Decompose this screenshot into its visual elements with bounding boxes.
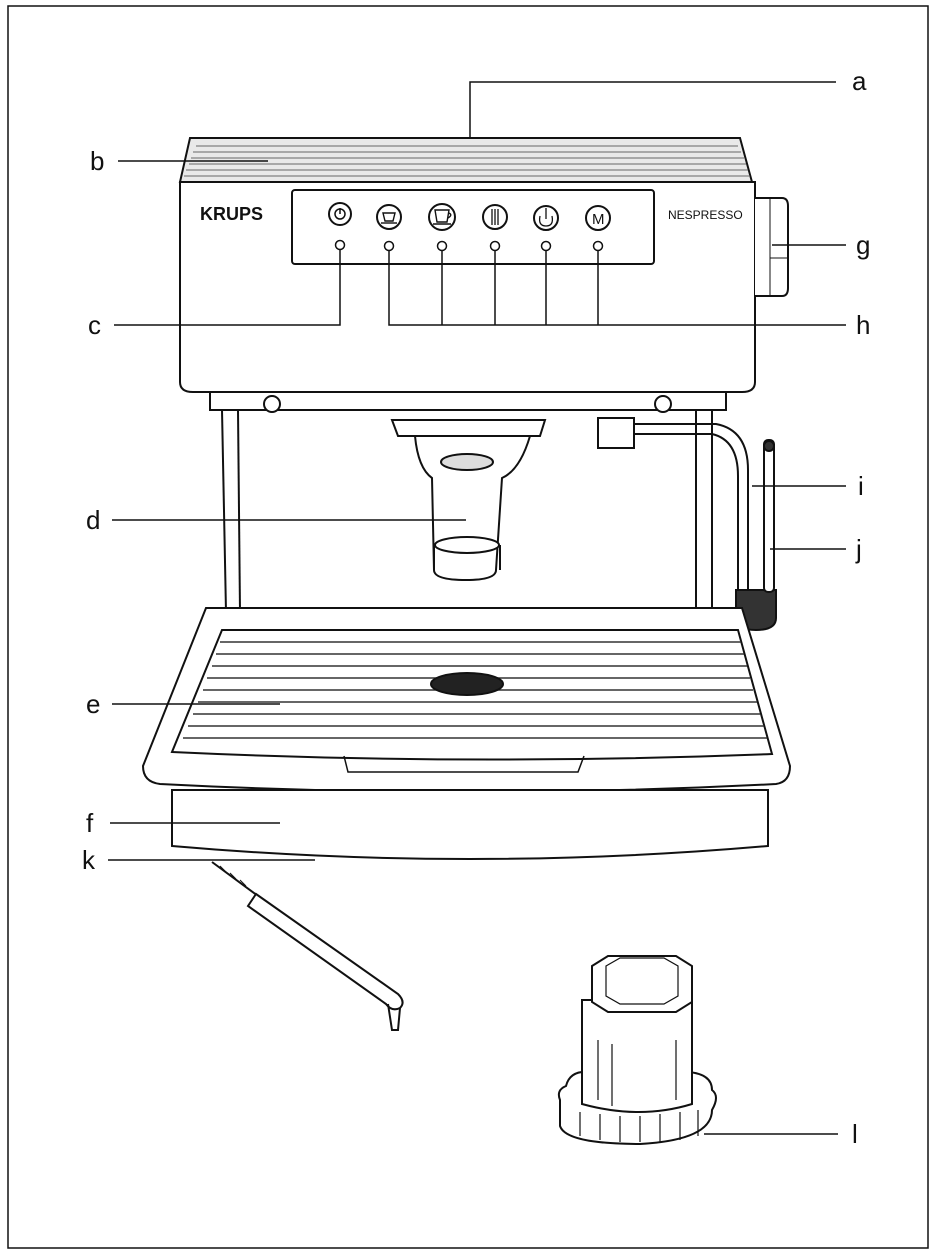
hot-water-icon [491,209,499,225]
coffee-machine: KRUPS NESPRESSO [141,137,792,860]
cup-warmer-grille [184,145,750,177]
steam-knob[interactable] [755,197,789,297]
indicator-light [592,240,604,252]
page-border [7,5,929,1249]
indicator-light [489,240,501,252]
callout-c: c [88,310,101,340]
indicator-light [436,240,448,252]
indicator-light [334,239,346,251]
leader-a [469,81,836,138]
descaling-cap [557,955,717,1146]
leader-c [114,250,341,326]
callout-k: k [82,845,96,875]
callout-f: f [86,808,94,838]
hot-water-button[interactable] [482,204,508,230]
leader-h [388,251,846,326]
brew-head [390,419,547,437]
brand-partner: NESPRESSO [668,208,743,222]
callout-d: d [86,505,100,535]
steam-pipe [634,423,749,590]
power-button[interactable] [328,202,352,226]
large-cup-icon [433,209,452,225]
frothing-rod [763,439,775,593]
drip-tank [171,789,769,860]
power-icon [334,208,346,220]
drip-hole [430,672,504,696]
callout-g: g [856,230,870,260]
indicator-light [383,240,395,252]
small-cup-icon [381,212,397,224]
memory-button[interactable]: M [585,205,611,231]
memory-icon: M [592,211,605,228]
small-cup-button[interactable] [376,204,402,230]
steam-icon [538,208,554,227]
panel-buttons: M [328,202,611,231]
indicator-light [540,240,552,252]
indicator-lights [334,239,604,252]
callout-a: a [852,66,867,96]
steam-button[interactable] [533,205,559,231]
cup-warmer-plate [178,137,754,183]
callout-labels: a b c d e f g h i j k l [82,66,870,1149]
callout-b: b [90,146,104,176]
callout-e: e [86,689,100,719]
cleaning-needle [211,861,404,1031]
brand-maker: KRUPS [200,204,263,224]
callout-lines [108,81,846,1135]
callout-h: h [856,310,870,340]
callout-l: l [852,1119,858,1149]
cap-body [581,999,693,1113]
head-rail [209,391,727,411]
callout-i: i [858,471,864,501]
steam-fitting [597,417,635,449]
large-cup-button[interactable] [428,203,456,231]
callout-j: j [855,534,862,564]
